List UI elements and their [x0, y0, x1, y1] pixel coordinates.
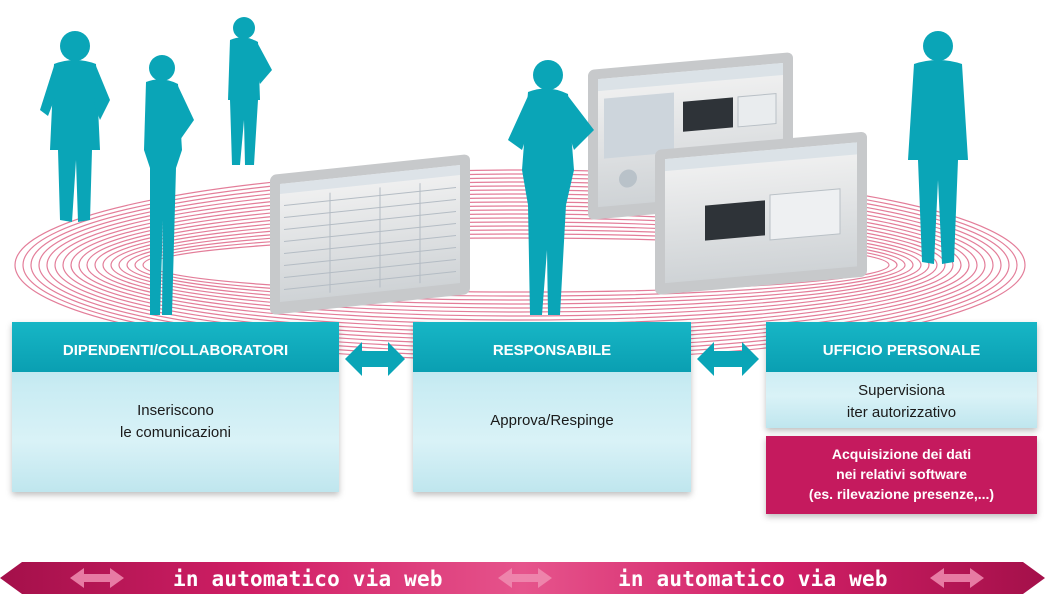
man-left	[40, 31, 110, 222]
box-line: Approva/Respinge	[490, 412, 614, 429]
bottom-bar-label: in automatico via web	[618, 567, 888, 591]
box-line: Supervisiona	[858, 382, 945, 399]
monitor-front	[655, 131, 867, 295]
acquisition-line: (es. rilevazione presenze,...)	[808, 486, 995, 502]
acquisition-box: Acquisizione dei dati nei relativi softw…	[766, 436, 1037, 514]
bottom-bar-label: in automatico via web	[173, 567, 443, 591]
man-right	[908, 31, 968, 264]
box-line: le comunicazioni	[120, 424, 231, 441]
box-header: UFFICIO PERSONALE	[766, 322, 1037, 372]
woman-top	[228, 17, 272, 165]
box-header: DIPENDENTI/COLLABORATORI	[12, 322, 339, 372]
box-ufficio-personale: UFFICIO PERSONALE Supervisiona iter auto…	[766, 322, 1037, 428]
acquisition-line: nei relativi software	[836, 466, 967, 482]
box-line: Inseriscono	[137, 402, 214, 419]
monitor-left	[270, 154, 470, 315]
bottom-arrow-bar	[0, 562, 1045, 594]
double-arrows	[345, 342, 759, 376]
box-header: RESPONSABILE	[413, 322, 691, 372]
box-responsabile: RESPONSABILE Approva/Respinge	[413, 322, 691, 492]
acquisition-line: Acquisizione dei dati	[831, 446, 972, 462]
woman-center	[508, 60, 594, 315]
woman-left	[144, 55, 194, 315]
people	[40, 17, 968, 315]
box-line: iter autorizzativo	[846, 404, 957, 421]
box-dipendenti: DIPENDENTI/COLLABORATORI Inseriscono le …	[12, 322, 339, 492]
